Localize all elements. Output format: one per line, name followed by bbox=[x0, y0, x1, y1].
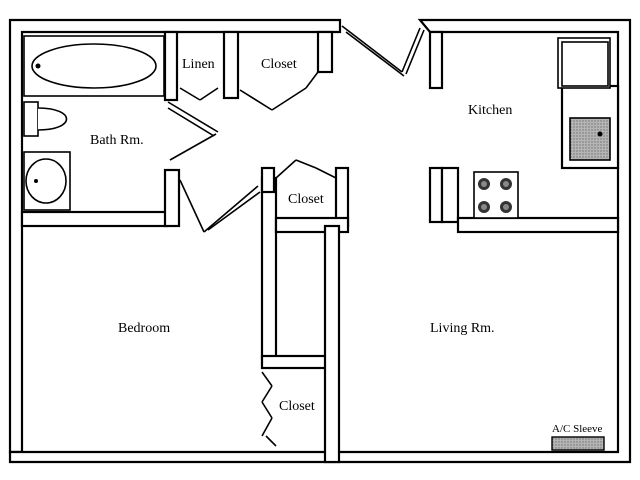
ac-sleeve-label: A/C Sleeve bbox=[552, 423, 603, 435]
ac-sleeve bbox=[551, 436, 605, 451]
stove bbox=[473, 171, 519, 219]
room-label-hall-closet: Closet bbox=[261, 57, 297, 72]
room-label-living: Living Rm. bbox=[430, 321, 495, 336]
interior-walls bbox=[20, 30, 620, 464]
refrigerator bbox=[557, 37, 611, 89]
room-label-center-closet: Closet bbox=[288, 192, 324, 207]
exterior-walls bbox=[8, 18, 632, 464]
room-label-bath: Bath Rm. bbox=[90, 133, 144, 148]
room-label-bedroom: Bedroom bbox=[118, 321, 170, 336]
bathtub bbox=[23, 35, 165, 97]
bath-sink bbox=[23, 151, 71, 211]
room-label-bedroom-closet: Closet bbox=[279, 399, 315, 414]
room-label-linen: Linen bbox=[182, 57, 215, 72]
kitchen-sink bbox=[569, 117, 611, 161]
toilet bbox=[23, 101, 68, 137]
room-label-kitchen: Kitchen bbox=[468, 103, 512, 118]
doors bbox=[167, 25, 425, 447]
